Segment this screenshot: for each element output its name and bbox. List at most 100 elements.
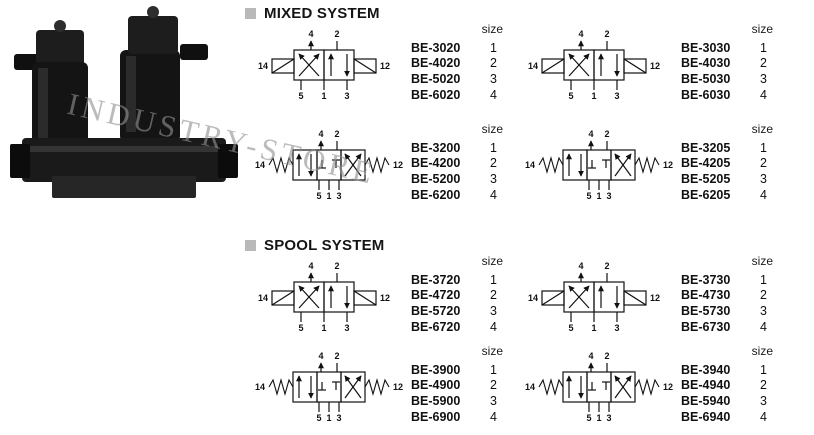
port-label: 2 — [334, 129, 339, 139]
size-value: 2 — [760, 288, 767, 303]
model-code: BE-3030 — [681, 40, 731, 55]
model-code: BE-3730 — [681, 272, 731, 287]
size-value: 3 — [760, 393, 767, 408]
size-value: 4 — [490, 319, 497, 334]
table-row: BE-4030 2 — [681, 56, 773, 72]
port-label: 12 — [663, 382, 673, 392]
size-value: 2 — [490, 156, 497, 171]
port-label: 12 — [380, 293, 390, 303]
model-code: BE-3900 — [411, 362, 461, 377]
port-label: 14 — [525, 160, 535, 170]
size-value: 4 — [490, 87, 497, 102]
port-label: 3 — [344, 323, 349, 333]
size-value: 3 — [760, 171, 767, 186]
size-value: 2 — [760, 56, 767, 71]
section-header-spool: SPOOL SYSTEM — [245, 237, 384, 254]
port-label: 14 — [528, 293, 538, 303]
model-code: BE-4030 — [681, 56, 731, 71]
size-value: 1 — [760, 362, 767, 377]
size-column-header: size — [481, 254, 503, 268]
port-label: 5 — [298, 323, 303, 333]
port-label: 14 — [258, 61, 268, 71]
port-label: 2 — [334, 29, 339, 39]
port-label: 1 — [596, 191, 601, 201]
port-label: 14 — [255, 160, 265, 170]
size-value: 2 — [760, 156, 767, 171]
size-value: 2 — [490, 378, 497, 393]
model-code: BE-4200 — [411, 156, 461, 171]
size-value: 3 — [760, 303, 767, 318]
model-code: BE-4205 — [681, 156, 731, 171]
port-label: 14 — [525, 382, 535, 392]
size-value: 4 — [760, 87, 767, 102]
model-code: BE-4720 — [411, 288, 461, 303]
port-label: 1 — [321, 91, 326, 101]
port-label: 4 — [308, 29, 313, 39]
port-label: 2 — [604, 351, 609, 361]
size-value: 3 — [490, 171, 497, 186]
port-label: 3 — [606, 191, 611, 201]
size-column-header: size — [751, 254, 773, 268]
port-label: 12 — [380, 61, 390, 71]
port-label: 14 — [528, 61, 538, 71]
section-title: MIXED SYSTEM — [264, 5, 380, 22]
table-row: BE-3030 1 — [681, 40, 773, 56]
size-value: 2 — [760, 378, 767, 393]
port-label: 2 — [334, 351, 339, 361]
size-column-header: size — [751, 22, 773, 36]
size-value: 2 — [490, 288, 497, 303]
size-value: 1 — [760, 272, 767, 287]
size-column-header: size — [481, 344, 503, 358]
size-value: 2 — [490, 56, 497, 71]
model-code: BE-5030 — [681, 71, 731, 86]
size-value: 3 — [490, 393, 497, 408]
model-code: BE-3020 — [411, 40, 461, 55]
section-title: SPOOL SYSTEM — [264, 237, 385, 254]
model-code: BE-6205 — [681, 187, 731, 202]
port-label: 4 — [318, 351, 323, 361]
model-code: BE-5200 — [411, 171, 461, 186]
port-label: 12 — [650, 61, 660, 71]
model-code: BE-6200 — [411, 187, 461, 202]
section-bullet-icon — [245, 8, 256, 19]
port-label: 1 — [591, 91, 596, 101]
port-label: 5 — [568, 323, 573, 333]
model-code: BE-6720 — [411, 319, 461, 334]
size-column-header: size — [751, 122, 773, 136]
port-label: 3 — [336, 191, 341, 201]
port-label: 3 — [614, 323, 619, 333]
table-row: BE-3730 1 — [681, 272, 773, 288]
size-value: 1 — [760, 40, 767, 55]
port-label: 3 — [614, 91, 619, 101]
port-label: 4 — [318, 129, 323, 139]
model-code: BE-6940 — [681, 409, 731, 424]
port-label: 12 — [663, 160, 673, 170]
port-label: 3 — [606, 413, 611, 423]
